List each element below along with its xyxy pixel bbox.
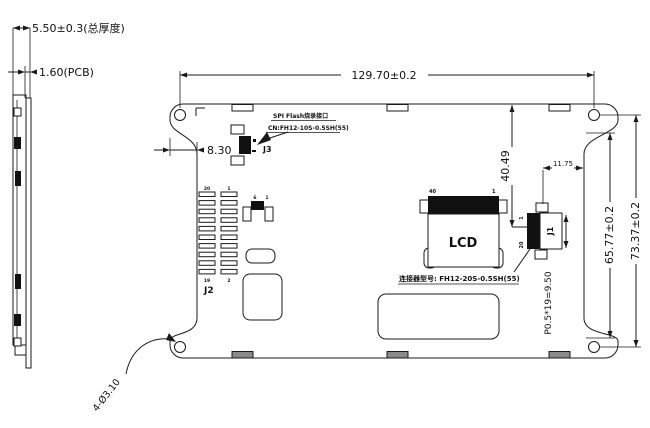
switch-body [251,201,264,210]
dim-j1-pitch: P0.5*19=9.50 [544,215,569,335]
j1-pin-20: 20 [519,241,525,248]
dim-lcd-offset: 40.49 [499,105,527,228]
dim-left-inset: 8.30 [154,138,232,157]
switch-pad [264,206,274,222]
j1-connector: J1 1 20 [519,202,563,260]
edge-pad [548,104,571,112]
pcb-profile [25,97,32,369]
j3-note-line1: SPI Flash烧录接口 [273,112,328,120]
mounting-hole-bottom-left [174,341,186,353]
lcd-pin-1: 1 [492,189,496,195]
side-component [15,274,21,289]
dim-left-inset-label: 8.30 [207,144,232,157]
side-profile [12,94,32,369]
board-outline [169,103,619,359]
dim-height-outer: 73.37±0.2 [600,114,642,348]
switch-pin-right: 1 [265,195,268,201]
dim-total-thickness-label: 5.50±0.3(总厚度) [32,21,125,35]
dim-j1-offset: 11.75 [542,160,583,204]
j3-pin-mark [252,150,256,152]
hole-note-leader [125,338,171,375]
j1-pad-bottom [534,249,548,260]
j3-connector: J3 [230,124,272,166]
switch-pin-left: 6 [253,195,256,201]
dim-lcd-offset-label: 40.49 [499,150,512,182]
dim-pcb-thickness: 1.60(PCB) [8,66,94,79]
j2-refdes: J2 [203,286,214,296]
j2-pin-top-left: 20 [204,186,210,192]
orientation-mark [195,107,205,116]
edge-pad [231,351,254,359]
j2-pin-bottom-left: 19 [204,278,210,284]
lcd-ear [419,199,430,214]
ic-outline [242,273,283,321]
j3-note: SPI Flash烧录接口 CN:FH12-10S-0.5SH(55) [257,112,349,145]
j3-pin-mark [253,139,256,142]
lcd-pin-40: 40 [429,189,436,195]
dim-hole-note-label: 4-Ø3.10 [91,377,123,414]
dim-height-inner: 65.77±0.2 [586,132,616,339]
lcd-fpc-bar [428,196,499,214]
edge-pad [386,351,409,359]
j3-note-arrow [257,132,271,145]
crystal-outline [245,248,276,264]
j3-note-leader [266,131,289,140]
mounting-hole-top-left [174,109,186,121]
j1-pin-1: 1 [519,216,525,220]
j2-connector: 20 1 19 2 J2 [198,186,238,296]
j3-pad [230,155,245,166]
j3-body [239,136,251,154]
j1-note: 连接器型号: FH12-20S-0.5SH(55) [398,248,531,285]
j1-note-leader [513,248,531,273]
dim-hole-note: 4-Ø3.10 [91,333,176,414]
side-component [13,107,22,117]
j3-note-line2: CN:FH12-10S-0.5SH(55) [268,125,349,132]
dim-height-inner-label: 65.77±0.2 [603,206,616,264]
side-component [14,137,21,149]
j1-note-text: 连接器型号: FH12-20S-0.5SH(55) [399,274,520,283]
side-component [13,337,22,347]
edge-pad [386,104,409,112]
pcb-edge [169,103,619,359]
mounting-hole-bottom-right [588,341,600,353]
j2-pin-top-right: 1 [227,186,230,192]
side-view: 5.50±0.3(总厚度) 1.60(PCB) [8,21,125,369]
lcd-connector: LCD 40 1 [419,189,508,269]
dim-pcb-thickness-label: 1.60(PCB) [39,66,94,79]
hole-note-arrow [166,333,176,342]
switch-component: 6 1 [242,195,274,222]
j1-pad-top [535,202,549,213]
dim-height-outer-label: 73.37±0.2 [629,202,642,260]
switch-pad [242,206,252,222]
dim-total-thickness: 5.50±0.3(总厚度) [13,21,125,35]
dim-j1-pitch-label: P0.5*19=9.50 [544,271,554,335]
lcd-body [427,213,500,268]
j2-pin-bottom-right: 2 [227,278,230,284]
side-component [14,314,21,326]
edge-pad [548,351,571,359]
j3-pad [230,124,245,135]
side-component [15,171,21,186]
dim-board-width-label: 129.70±0.2 [351,69,416,82]
backlight-region-outline [377,293,500,340]
dim-board-width: 129.70±0.2 [179,69,595,108]
lcd-label: LCD [449,236,478,251]
j3-refdes: J3 [262,145,272,154]
lcd-ear [497,199,508,214]
display-panel-profile [12,94,27,346]
j1-refdes: J1 [546,226,555,236]
j1-body [539,212,563,250]
dim-j1-offset-label: 11.75 [553,160,573,168]
edge-pad [231,104,254,112]
j1-pin-strip [527,213,540,249]
mounting-hole-top-right [588,109,600,121]
